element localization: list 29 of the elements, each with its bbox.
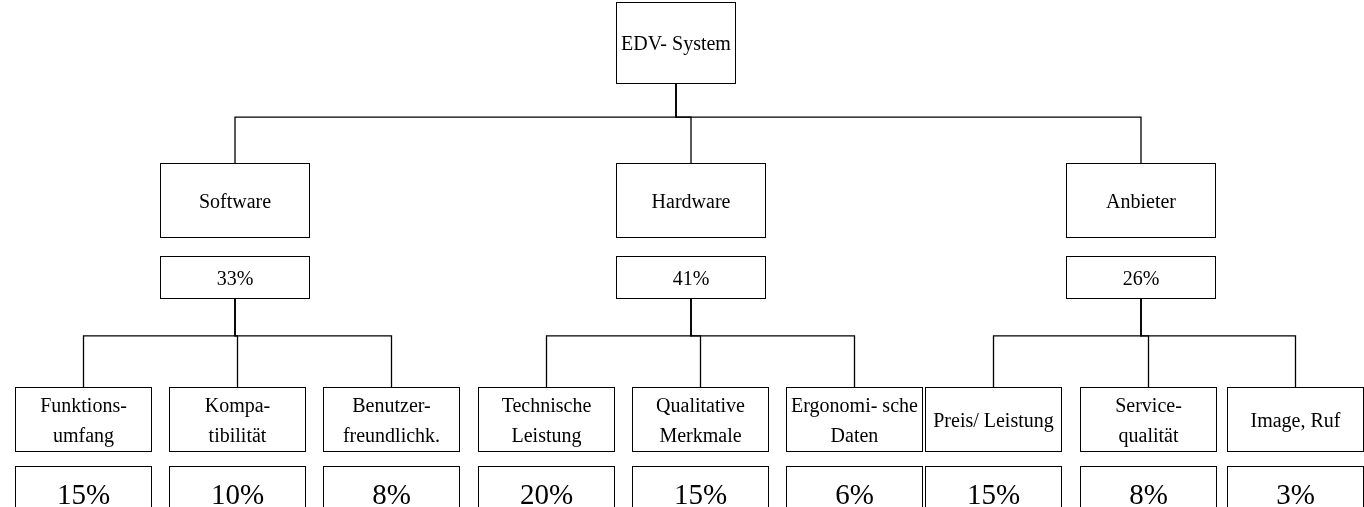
criterion-box: Funktions- umfang: [15, 387, 152, 452]
weight-box: 41%: [616, 256, 766, 299]
criterion-box: Ergonomi- sche Daten: [786, 387, 923, 452]
criterion-box: Image, Ruf: [1227, 387, 1364, 452]
weight-box: 26%: [1066, 256, 1216, 299]
criterion-box: Preis/ Leistung: [925, 387, 1062, 452]
weight-box: 6%: [786, 466, 923, 507]
weight-box: 15%: [925, 466, 1062, 507]
criterion-box: Benutzer- freundlichk.: [323, 387, 460, 452]
weight-box: 10%: [169, 466, 306, 507]
criterion-box: Technische Leistung: [478, 387, 615, 452]
connector-line: [234, 298, 393, 388]
criterion-box: Kompa- tibilität: [169, 387, 306, 452]
weight-box: 8%: [1080, 466, 1217, 507]
weight-box: 15%: [632, 466, 769, 507]
weight-box: 33%: [160, 256, 310, 299]
weight-box: 8%: [323, 466, 460, 507]
weight-box: 3%: [1227, 466, 1364, 507]
criterion-box: Software: [160, 163, 310, 238]
criterion-box: Hardware: [616, 163, 766, 238]
connector-line: [675, 83, 1142, 164]
criterion-box: Anbieter: [1066, 163, 1216, 238]
criterion-box: EDV- System: [616, 2, 736, 84]
connector-line: [690, 298, 856, 388]
criterion-box: Qualitative Merkmale: [632, 387, 769, 452]
criterion-box: Service- qualität: [1080, 387, 1217, 452]
weight-box: 20%: [478, 466, 615, 507]
weight-box: 15%: [15, 466, 152, 507]
connector-line: [1140, 298, 1297, 388]
